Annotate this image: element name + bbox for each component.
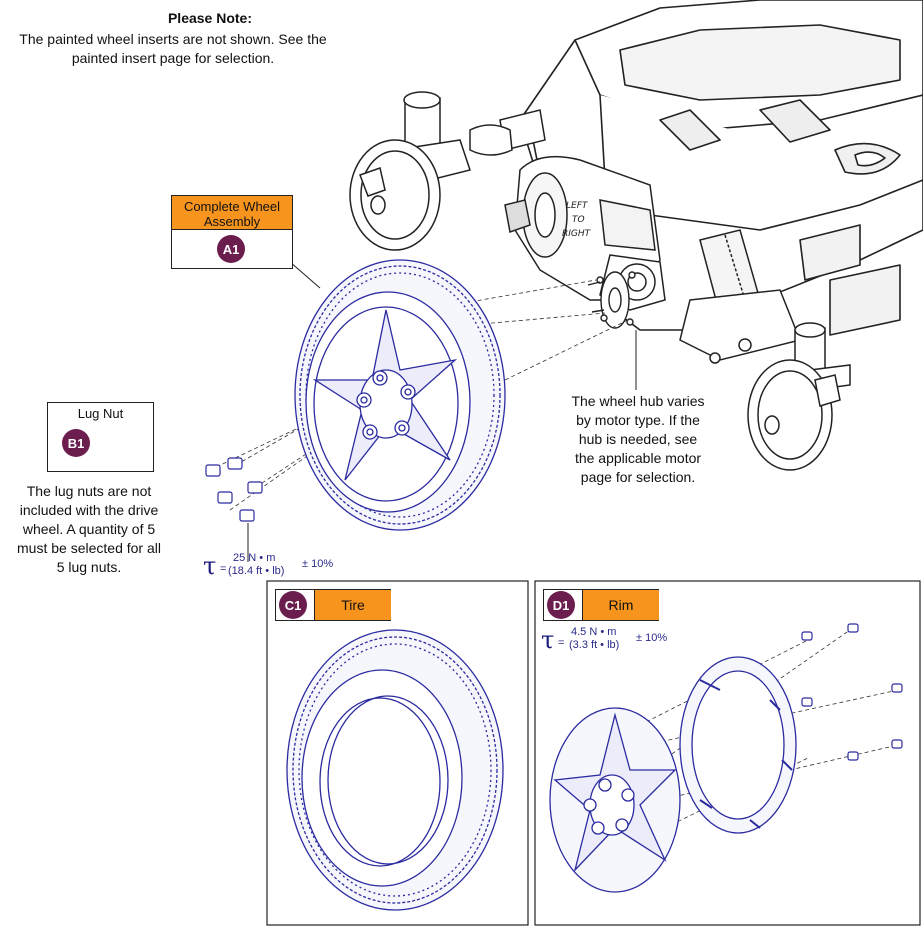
badge-d1: D1: [547, 591, 575, 619]
lug-note: The lug nuts are not included with the d…: [0, 482, 178, 577]
badge-b1: B1: [62, 429, 90, 457]
callout-b1-label: Lug Nut: [77, 406, 124, 421]
note-title: Please Note:: [167, 10, 253, 26]
badge-c1: C1: [279, 591, 307, 619]
torque-lug-metric: 25 N • m: [233, 552, 276, 564]
motor-assembly: [504, 155, 802, 364]
badge-a1: A1: [217, 235, 245, 263]
hub-note-line-3: hub is needed, see: [578, 431, 698, 447]
hub-note-line-1: The wheel hub varies: [571, 393, 705, 409]
callout-a1-label-line2: Assembly: [203, 214, 261, 229]
callout-tire[interactable]: C1 Tire: [275, 589, 391, 621]
lug-note-line-4: must be selected for all: [17, 540, 161, 556]
torque-rim-eq: =: [558, 637, 565, 649]
rear-caster-right: [747, 322, 851, 471]
note-line-2: painted insert page for selection.: [71, 50, 275, 66]
lug-note-line-1: The lug nuts are not: [26, 483, 152, 499]
torque-spec-rim: τ = 4.5 N • m (3.3 ft • lb) ± 10%: [541, 626, 701, 658]
note-line-1: The painted wheel inserts are not shown.…: [19, 31, 327, 47]
torque-lug-eq: =: [220, 563, 227, 575]
callout-d1-label: Rim: [582, 590, 659, 620]
decal-line1: LEFT: [566, 201, 589, 211]
callout-c1-label: Tire: [314, 590, 391, 620]
lug-nuts-exploded: [205, 457, 263, 522]
rim-panel-frame: [534, 580, 921, 926]
lug-note-line-3: wheel. A quantity of 5: [22, 521, 156, 537]
hub-note: The wheel hub varies by motor type. If t…: [548, 392, 728, 487]
torque-spec-lug: τ = 25 N • m (18.4 ft • lb) ± 10%: [203, 552, 363, 584]
rim-inner-ring: [679, 656, 797, 834]
hub-note-line-5: page for selection.: [580, 469, 696, 485]
rim-outer-cover: [549, 707, 681, 893]
torque-rim-metric: 4.5 N • m: [571, 626, 617, 638]
torque-icon: τ: [203, 552, 217, 580]
callout-a1-label: Complete Wheel Assembly: [172, 196, 292, 230]
lug-note-line-2: included with the drive: [19, 502, 159, 518]
callout-lug-nut[interactable]: Lug Nut B1: [47, 402, 154, 472]
tire-panel-frame: [266, 580, 529, 926]
torque-rim-tolerance: ± 10%: [636, 632, 668, 644]
direction-decal: LEFT TO RIGHT: [562, 201, 592, 239]
torque-rim-imperial: (3.3 ft • lb): [569, 639, 620, 651]
drive-wheel-assembly: [294, 259, 506, 531]
torque-lug-tolerance: ± 10%: [302, 558, 334, 570]
decal-line2: TO: [572, 215, 585, 225]
tire-drawing: [286, 629, 504, 911]
decal-line3: RIGHT: [562, 229, 592, 239]
callout-complete-wheel[interactable]: Complete Wheel Assembly A1: [171, 195, 293, 269]
torque-lug-imperial: (18.4 ft • lb): [228, 565, 285, 577]
hub-note-line-4: the applicable motor: [574, 450, 702, 466]
torque-icon: τ: [541, 626, 555, 654]
front-caster-left: [349, 91, 546, 251]
leader-lines: [247, 261, 637, 562]
wheel-hub: [587, 271, 636, 329]
rim-screws: [801, 623, 903, 761]
callout-a1-label-line1: Complete Wheel: [183, 199, 281, 214]
hub-note-line-2: by motor type. If the: [576, 412, 700, 428]
lug-note-line-5: 5 lug nuts.: [56, 559, 122, 575]
callout-rim[interactable]: D1 Rim: [543, 589, 659, 621]
note-body: The painted wheel inserts are not shown.…: [0, 30, 346, 68]
